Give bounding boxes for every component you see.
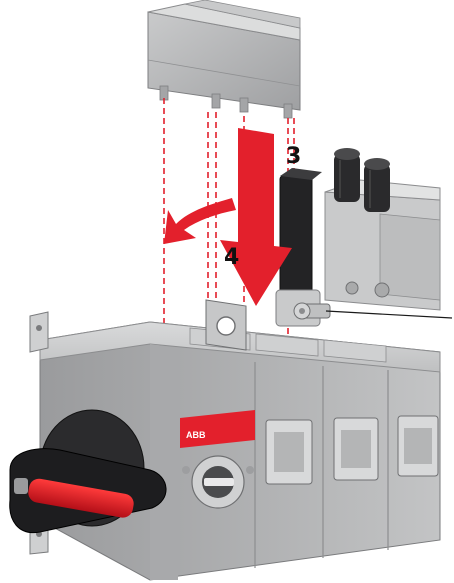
terminal-clamp-step-4 bbox=[205, 299, 247, 351]
cable-stud-right bbox=[364, 158, 390, 212]
bolt-screw bbox=[293, 302, 453, 320]
module-window-2 bbox=[333, 417, 379, 481]
cable-stud-left bbox=[334, 148, 360, 202]
arrow-step-4 bbox=[164, 198, 236, 244]
brand-logo: ABB bbox=[186, 430, 206, 440]
rotary-handle bbox=[9, 409, 167, 534]
terminal-bar-step-3 bbox=[275, 168, 322, 327]
terminal-shroud-cover bbox=[147, 0, 301, 119]
step-label-4: 4 bbox=[224, 245, 239, 270]
step-label-3: 3 bbox=[286, 144, 301, 169]
arrow-step-3 bbox=[220, 128, 292, 306]
selector-dial bbox=[182, 455, 254, 509]
module-window-1 bbox=[265, 419, 313, 485]
terminal-connector-block bbox=[324, 179, 441, 311]
front-panel: ABB bbox=[180, 410, 255, 448]
module-window-3 bbox=[397, 415, 439, 477]
callout-line bbox=[325, 310, 453, 319]
mounting-bracket-top bbox=[29, 311, 49, 353]
